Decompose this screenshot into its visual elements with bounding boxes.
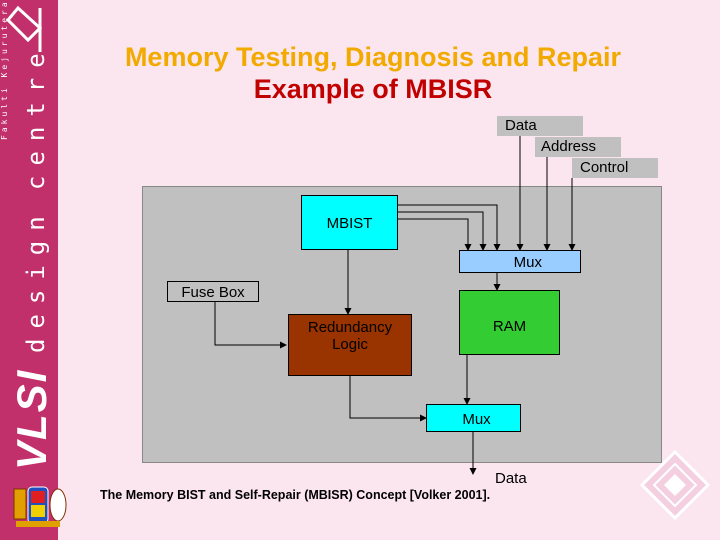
diamond-emblem-icon bbox=[640, 450, 710, 520]
signal-label-control: Control bbox=[572, 158, 658, 178]
mux-top-block: Mux bbox=[459, 250, 581, 273]
slide-title: Memory Testing, Diagnosis and Repair bbox=[124, 42, 622, 72]
signal-label-address: Address bbox=[535, 137, 621, 157]
university-crest-icon bbox=[13, 486, 67, 527]
redundancy-label-line2: Logic bbox=[332, 336, 368, 353]
home-icon bbox=[5, 5, 43, 52]
sidebar: Fakulti Kejuruteraan centre design VLSI bbox=[0, 0, 58, 540]
centre-label: centre bbox=[22, 43, 50, 190]
ram-block: RAM bbox=[459, 290, 560, 355]
mux-bottom-block: Mux bbox=[426, 404, 521, 432]
data-output-label: Data bbox=[495, 470, 527, 487]
signal-label-data: Data bbox=[497, 116, 583, 136]
mbist-block: MBIST bbox=[301, 195, 398, 250]
slide-subtitle: Example of MBISR bbox=[253, 74, 493, 104]
figure-caption: The Memory BIST and Self-Repair (MBISR) … bbox=[100, 488, 491, 502]
redundancy-label-line1: Redundancy bbox=[307, 319, 393, 336]
vlsi-brand: VLSI bbox=[8, 368, 55, 470]
fuse-box-block: Fuse Box bbox=[167, 281, 259, 302]
design-label: design bbox=[22, 206, 50, 353]
redundancy-logic-block: Redundancy Logic bbox=[288, 314, 412, 376]
